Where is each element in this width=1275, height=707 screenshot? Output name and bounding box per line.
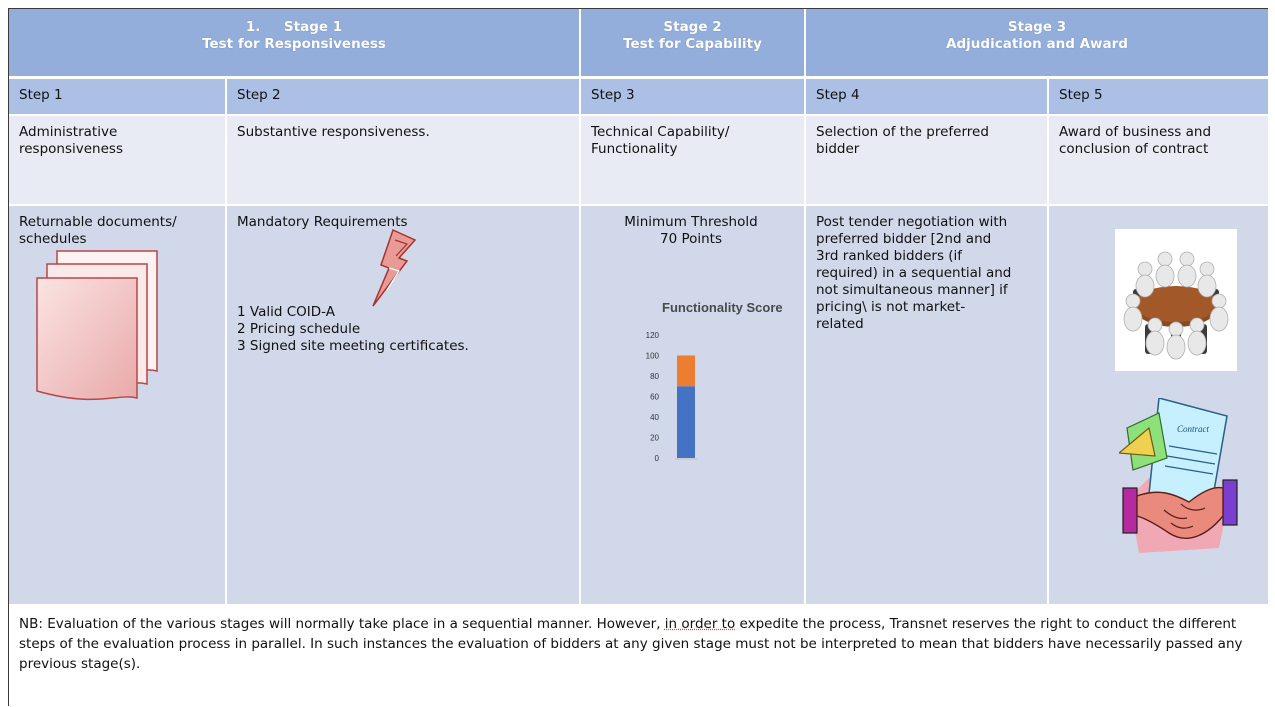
step-2-label: Step 2 — [227, 79, 579, 114]
functionality-score-chart: Functionality Score 120 100 80 60 40 20 0 — [646, 300, 783, 463]
step-5-detail: Contract — [1049, 206, 1268, 604]
y-tick-label: 100 — [646, 352, 660, 361]
stage-2-header: Stage 2 Test for Capability — [581, 9, 804, 76]
step-4-description: Selection of the preferred bidder — [806, 116, 1047, 204]
note-text-highlight: in order to — [664, 616, 736, 632]
stage-3-subtitle: Adjudication and Award — [946, 36, 1128, 52]
step-5-label: Step 5 — [1049, 79, 1268, 114]
step-1-detail: Returnable documents/ schedules — [9, 206, 225, 604]
stage-1-subtitle: Test for Responsiveness — [202, 36, 386, 52]
step-3-description: Technical Capability/ Functionality — [581, 116, 804, 204]
y-tick-label: 20 — [650, 434, 659, 443]
contract-handshake-icon: Contract — [1119, 398, 1238, 553]
minimum-threshold-points: 70 Points — [659, 231, 723, 247]
step-1-description: Administrative responsiveness — [9, 116, 225, 204]
step-1-label: Step 1 — [9, 79, 225, 114]
y-tick-label: 120 — [646, 331, 660, 340]
requirement-item: 1 Valid COID-A — [237, 304, 335, 320]
document-stack-icon — [36, 250, 158, 401]
lightning-bolt-icon — [372, 228, 417, 307]
requirement-item: 3 Signed site meeting certificates. — [237, 338, 469, 354]
stage-2-title: Stage 2 — [663, 19, 722, 35]
bar-segment-0 — [677, 386, 695, 458]
y-tick-label: 60 — [650, 393, 659, 402]
step-5-description: Award of business and conclusion of cont… — [1049, 116, 1268, 204]
y-tick-label: 40 — [650, 413, 659, 422]
bar-segment-1 — [677, 355, 695, 387]
y-tick-label: 0 — [655, 454, 660, 463]
step-2-detail: Mandatory Requirements 1 Valid COID-A 2 … — [227, 206, 579, 604]
stage-1-title: Stage 1 — [283, 19, 343, 35]
stage-1-header: 1. Stage 1 Test for Responsiveness — [9, 9, 579, 76]
step-2-description: Substantive responsiveness. — [227, 116, 579, 204]
stage-2-subtitle: Test for Capability — [623, 36, 762, 52]
meeting-table-icon — [1115, 229, 1237, 371]
requirement-item: 2 Pricing schedule — [237, 321, 361, 337]
chart-title: Functionality Score — [662, 300, 783, 315]
stage-1-number: 1. — [245, 19, 261, 35]
y-tick-label: 80 — [650, 372, 659, 381]
evaluation-process-table: 1. Stage 1 Test for Responsiveness Stage… — [8, 8, 1268, 706]
stage-3-title: Stage 3 — [1007, 19, 1067, 35]
stage-3-header: Stage 3 Adjudication and Award — [806, 9, 1268, 76]
step-3-detail: Minimum Threshold 70 Points Functionalit… — [581, 206, 804, 604]
note-text-start: NB: Evaluation of the various stages wil… — [19, 616, 665, 632]
step-4-detail: Post tender negotiation with preferred b… — [806, 206, 1047, 604]
step-3-label: Step 3 — [581, 79, 804, 114]
svg-text:Contract: Contract — [1177, 424, 1210, 434]
evaluation-note: NB: Evaluation of the various stages wil… — [9, 606, 1268, 706]
step-4-label: Step 4 — [806, 79, 1047, 114]
note-text-end: expedite the process, Transnet reserves … — [19, 616, 1243, 672]
minimum-threshold-label: Minimum Threshold — [624, 214, 758, 230]
mandatory-requirements-title: Mandatory Requirements — [237, 214, 408, 230]
